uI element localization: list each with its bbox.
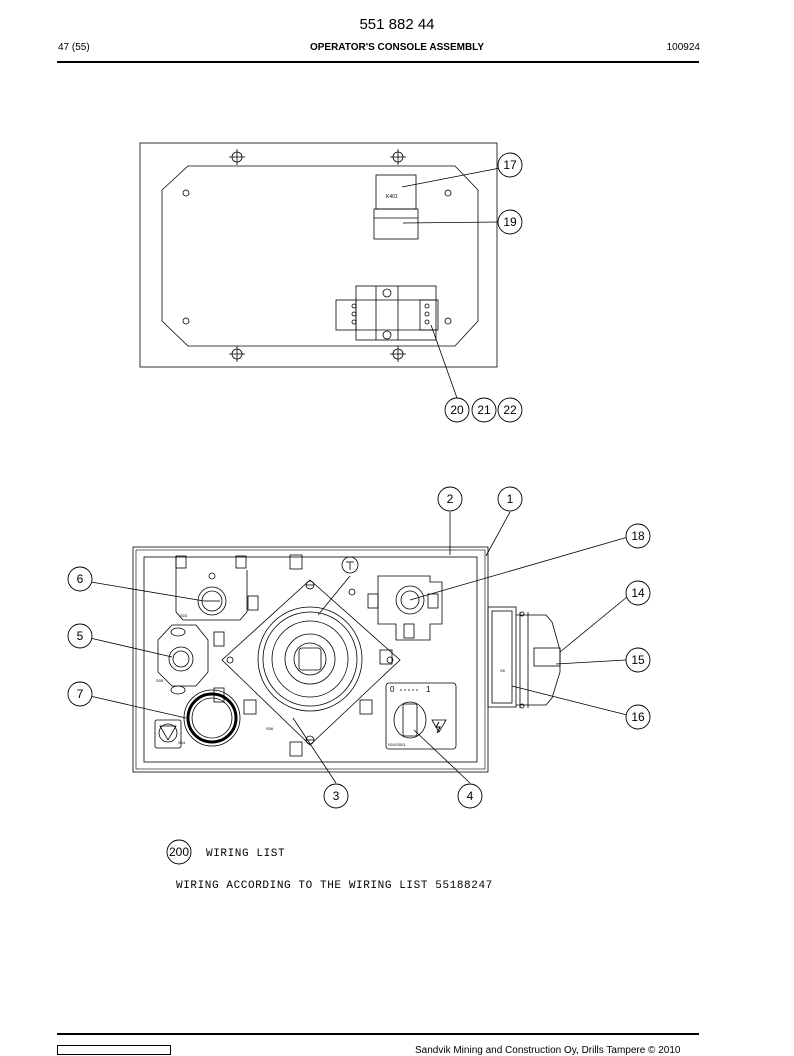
upper-panel-plate: [161, 165, 479, 347]
callout-19: 19: [497, 209, 523, 235]
leader-line: [485, 511, 511, 557]
switch-5-label: S05: [156, 678, 164, 683]
leader-line: [317, 575, 351, 616]
callout-15: 15: [625, 647, 651, 673]
leader-line: [292, 717, 337, 784]
switch-4-label: S01/S001: [388, 742, 406, 747]
header-rule: [57, 61, 699, 63]
svg-text:15: 15: [631, 653, 645, 667]
svg-text:200: 200: [169, 845, 189, 859]
callout-16: 16: [625, 704, 651, 730]
leader-line: [430, 324, 458, 399]
leader-line: [559, 596, 628, 653]
leader-line: [89, 695, 187, 719]
svg-text:19: 19: [503, 215, 517, 229]
button-7-label: S04: [178, 740, 186, 745]
callout-3: 3: [323, 783, 349, 809]
svg-text:6: 6: [77, 572, 84, 586]
switch-5: S05: [156, 624, 225, 703]
callout-17: 17: [497, 152, 523, 178]
callout-6: 6: [67, 566, 93, 592]
callout-5: 5: [67, 623, 93, 649]
bolt-icon: [229, 149, 406, 362]
relay-k401: K401: [373, 174, 419, 240]
callout-2: 2: [437, 486, 463, 512]
terminal-block: [335, 285, 439, 341]
indicator-lamp-icon: [341, 556, 359, 574]
document-date: 100924: [666, 42, 700, 53]
svg-text:21: 21: [477, 403, 491, 417]
svg-text:22: 22: [503, 403, 517, 417]
document-number: 551 882 44: [359, 16, 435, 33]
upper-panel-frame: [139, 142, 498, 368]
connector-label: X6: [500, 668, 506, 673]
svg-text:14: 14: [631, 586, 645, 600]
page-title: OPERATOR'S CONSOLE ASSEMBLY: [309, 42, 485, 53]
svg-text:1: 1: [507, 492, 514, 506]
leader-line: [402, 221, 500, 224]
svg-text:2: 2: [447, 492, 454, 506]
footer-copyright: Sandvik Mining and Construction Oy, Dril…: [415, 1045, 681, 1056]
callout-21: 21: [471, 397, 497, 423]
emergency-button-7: S04: [154, 689, 257, 749]
selector-switch-6: S03: [175, 555, 259, 621]
joystick-label: S06: [266, 726, 274, 731]
svg-text:3: 3: [333, 789, 340, 803]
callout-18: 18: [625, 523, 651, 549]
wiring-list-title: WIRING LIST: [206, 848, 286, 860]
svg-text:5: 5: [77, 629, 84, 643]
switch-position-1: 1: [426, 685, 431, 694]
callout-14: 14: [625, 580, 651, 606]
company-logo: [57, 1045, 171, 1055]
svg-text:17: 17: [503, 158, 517, 172]
page-number: 47 (55): [58, 42, 90, 53]
leader-line: [511, 685, 628, 716]
callout-20: 20: [444, 397, 470, 423]
leader-line: [409, 536, 629, 601]
leader-line: [89, 637, 173, 658]
lower-panel-view: S03 S05 S04: [89, 511, 629, 784]
lower-panel-plate: [143, 556, 478, 763]
callout-4: 4: [457, 783, 483, 809]
leader-line: [90, 581, 205, 602]
svg-text:18: 18: [631, 529, 645, 543]
svg-text:7: 7: [77, 687, 84, 701]
joystick-3: S06: [221, 554, 401, 757]
switch-6-label: S03: [180, 613, 188, 618]
leader-line: [401, 167, 501, 188]
callout-22: 22: [497, 397, 523, 423]
connector-14-15-16: X6: [487, 606, 561, 709]
selector-switch-18: [348, 575, 443, 641]
relay-label: K401: [386, 194, 398, 200]
switch-position-0: 0: [390, 685, 395, 694]
svg-text:20: 20: [450, 403, 464, 417]
wiring-list-text: WIRING ACCORDING TO THE WIRING LIST 5518…: [176, 880, 493, 892]
joystick-base-plate: [221, 579, 401, 746]
callout-200: 200: [166, 839, 192, 865]
leader-line: [555, 659, 627, 665]
key-switch-4: 0 1 S01/S001: [359, 649, 457, 750]
footer-rule: [57, 1033, 699, 1035]
callouts: 17 19 20 21 22 1 2 3 4 5 6 7 14 15 16 18…: [67, 152, 651, 865]
leader-line: [413, 729, 471, 784]
callout-7: 7: [67, 681, 93, 707]
upper-panel-view: K401: [139, 142, 501, 399]
svg-text:4: 4: [467, 789, 474, 803]
callout-1: 1: [497, 486, 523, 512]
svg-text:16: 16: [631, 710, 645, 724]
